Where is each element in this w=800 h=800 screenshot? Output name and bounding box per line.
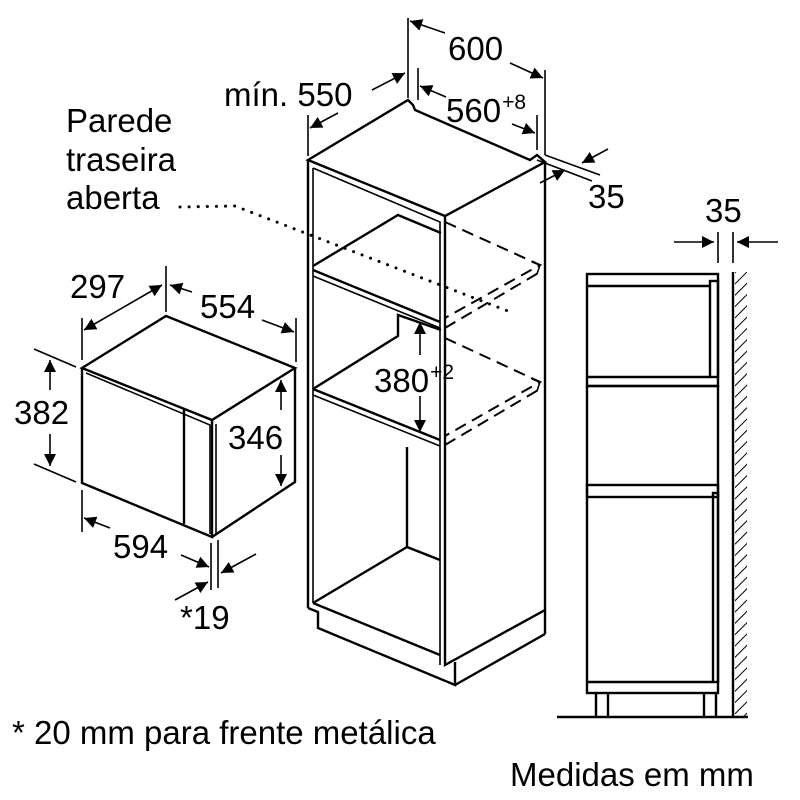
cabinet-back-gap-label: 35: [588, 178, 625, 215]
inner-width-value: 560: [446, 92, 502, 129]
rear-wall-label-line-3: aberta: [66, 179, 160, 216]
appliance-front-offset-label: *19: [180, 599, 230, 636]
rear-wall-label-line-1: Parede: [66, 102, 173, 139]
min-depth-value: 550: [297, 76, 353, 113]
appliance-top-width-label: 554: [200, 288, 256, 325]
units-note: Medidas em mm: [510, 756, 754, 793]
niche-height-label: 380+2: [374, 362, 454, 397]
cabinet-outer-width-label: 600: [448, 30, 504, 67]
appliance-body-height-label: 346: [228, 419, 284, 456]
side-view-wall-gap-label: 35: [705, 192, 742, 229]
inner-width-tolerance: +8: [502, 91, 527, 114]
rear-wall-label-line-2: traseira: [66, 141, 177, 178]
appliance-depth-label: 297: [70, 268, 126, 305]
min-prefix: mín.: [224, 76, 289, 113]
appliance-total-height-label: 382: [14, 394, 70, 431]
cabinet-inner-width-label: 560+8: [446, 92, 526, 127]
niche-height-value: 380: [374, 362, 430, 399]
cabinet-drawing: [178, 18, 609, 687]
side-view-drawing: [557, 232, 778, 719]
cabinet-min-depth-label: mín. 550: [224, 78, 352, 111]
appliance-drawing: [33, 266, 298, 601]
footnote: * 20 mm para frente metálica: [12, 714, 436, 751]
appliance-front-width-label: 594: [113, 528, 169, 565]
niche-height-tolerance: +2: [430, 361, 455, 384]
